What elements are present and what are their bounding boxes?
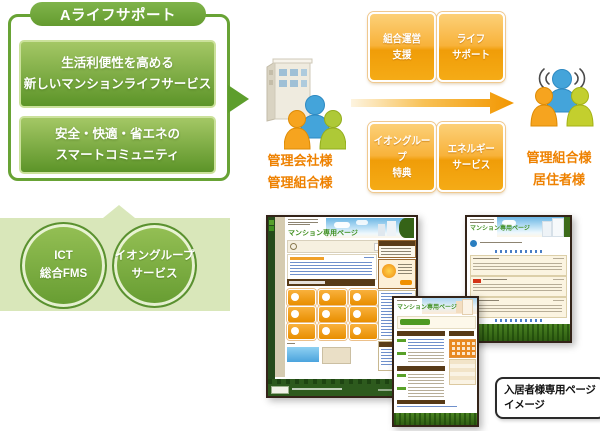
service-box-life-support: ライフ サポート bbox=[437, 12, 505, 82]
title-badge: Aライフサポート bbox=[30, 2, 206, 26]
thumb3-list-2 bbox=[397, 374, 445, 398]
thumb3-footer-grass bbox=[394, 413, 477, 425]
notice-list-page-thumbnail: マンション専用ページ bbox=[465, 215, 572, 343]
foundation-circle-aeon: イオングループ サービス bbox=[112, 223, 197, 308]
thumb1-page-title: マンション専用ページ bbox=[288, 230, 358, 237]
thumb3-calendar bbox=[449, 339, 476, 358]
thumb2-notice-3 bbox=[470, 297, 567, 318]
thumb1-ad-banner-2 bbox=[322, 347, 351, 364]
thumb1-beige-strip bbox=[275, 217, 285, 377]
thumb1-news-panel bbox=[287, 254, 377, 280]
thumb2-logo bbox=[470, 219, 494, 223]
thumb2-footer-grass bbox=[467, 324, 570, 341]
thumb1-logo bbox=[288, 219, 318, 223]
thumb3-info-table bbox=[449, 359, 476, 385]
service-box-energy: エネルギー サービス bbox=[437, 122, 505, 192]
thumb3-logo bbox=[397, 300, 417, 303]
up-arrow-icon bbox=[103, 205, 135, 218]
service-point-2: 安全・快適・省エネの スマートコミュニティ bbox=[19, 116, 216, 174]
thumb3-news-bar bbox=[397, 316, 476, 329]
resident-page-caption: 入居者様専用ページ イメージ bbox=[495, 377, 600, 419]
thumb2-notice-1 bbox=[470, 255, 567, 276]
thumb3-list-1 bbox=[397, 339, 445, 363]
thumb1-login-box bbox=[378, 240, 416, 258]
thumb2-pagination-bottom bbox=[495, 319, 543, 322]
thumb1-side-strip bbox=[268, 217, 275, 392]
thumb2-page-title: マンション専用ページ bbox=[470, 226, 530, 232]
thumb2-section-icon bbox=[470, 240, 477, 247]
thumb2-notice-2 bbox=[470, 276, 567, 297]
resident-dashboard-thumbnail: マンション専用ページ bbox=[392, 296, 479, 427]
building-icon bbox=[266, 58, 313, 122]
resident-people-group-icon bbox=[530, 68, 594, 127]
thumb3-page-title: マンション専用ページ bbox=[397, 305, 457, 311]
foundation-circle-ict: ICT 総合FMS bbox=[20, 222, 107, 309]
thumb1-badge-box bbox=[378, 259, 416, 289]
service-box-union-support: 組合運営 支援 bbox=[368, 12, 436, 82]
right-arrow-icon bbox=[228, 85, 249, 113]
thumb2-header-image bbox=[497, 217, 570, 237]
signal-waves-icon bbox=[538, 68, 586, 89]
thumb1-ad-banner-1 bbox=[287, 347, 319, 362]
thumb3-header-image bbox=[422, 298, 477, 315]
resident-group-label: 管理組合様 居住者様 bbox=[526, 150, 592, 188]
flow-arrow-icon bbox=[351, 92, 514, 114]
thumb1-header-image bbox=[326, 218, 414, 238]
service-box-aeon-benefit: イオングループ 特典 bbox=[368, 122, 436, 192]
thumb2-pagination-top bbox=[495, 250, 543, 253]
thumb1-menu-bar bbox=[287, 279, 375, 286]
service-point-1: 生活利便性を高める 新しいマンションライフサービス bbox=[19, 40, 216, 108]
manager-group-label: 管理会社様 管理組合様 bbox=[267, 153, 333, 191]
manager-people-group-icon bbox=[284, 95, 346, 150]
